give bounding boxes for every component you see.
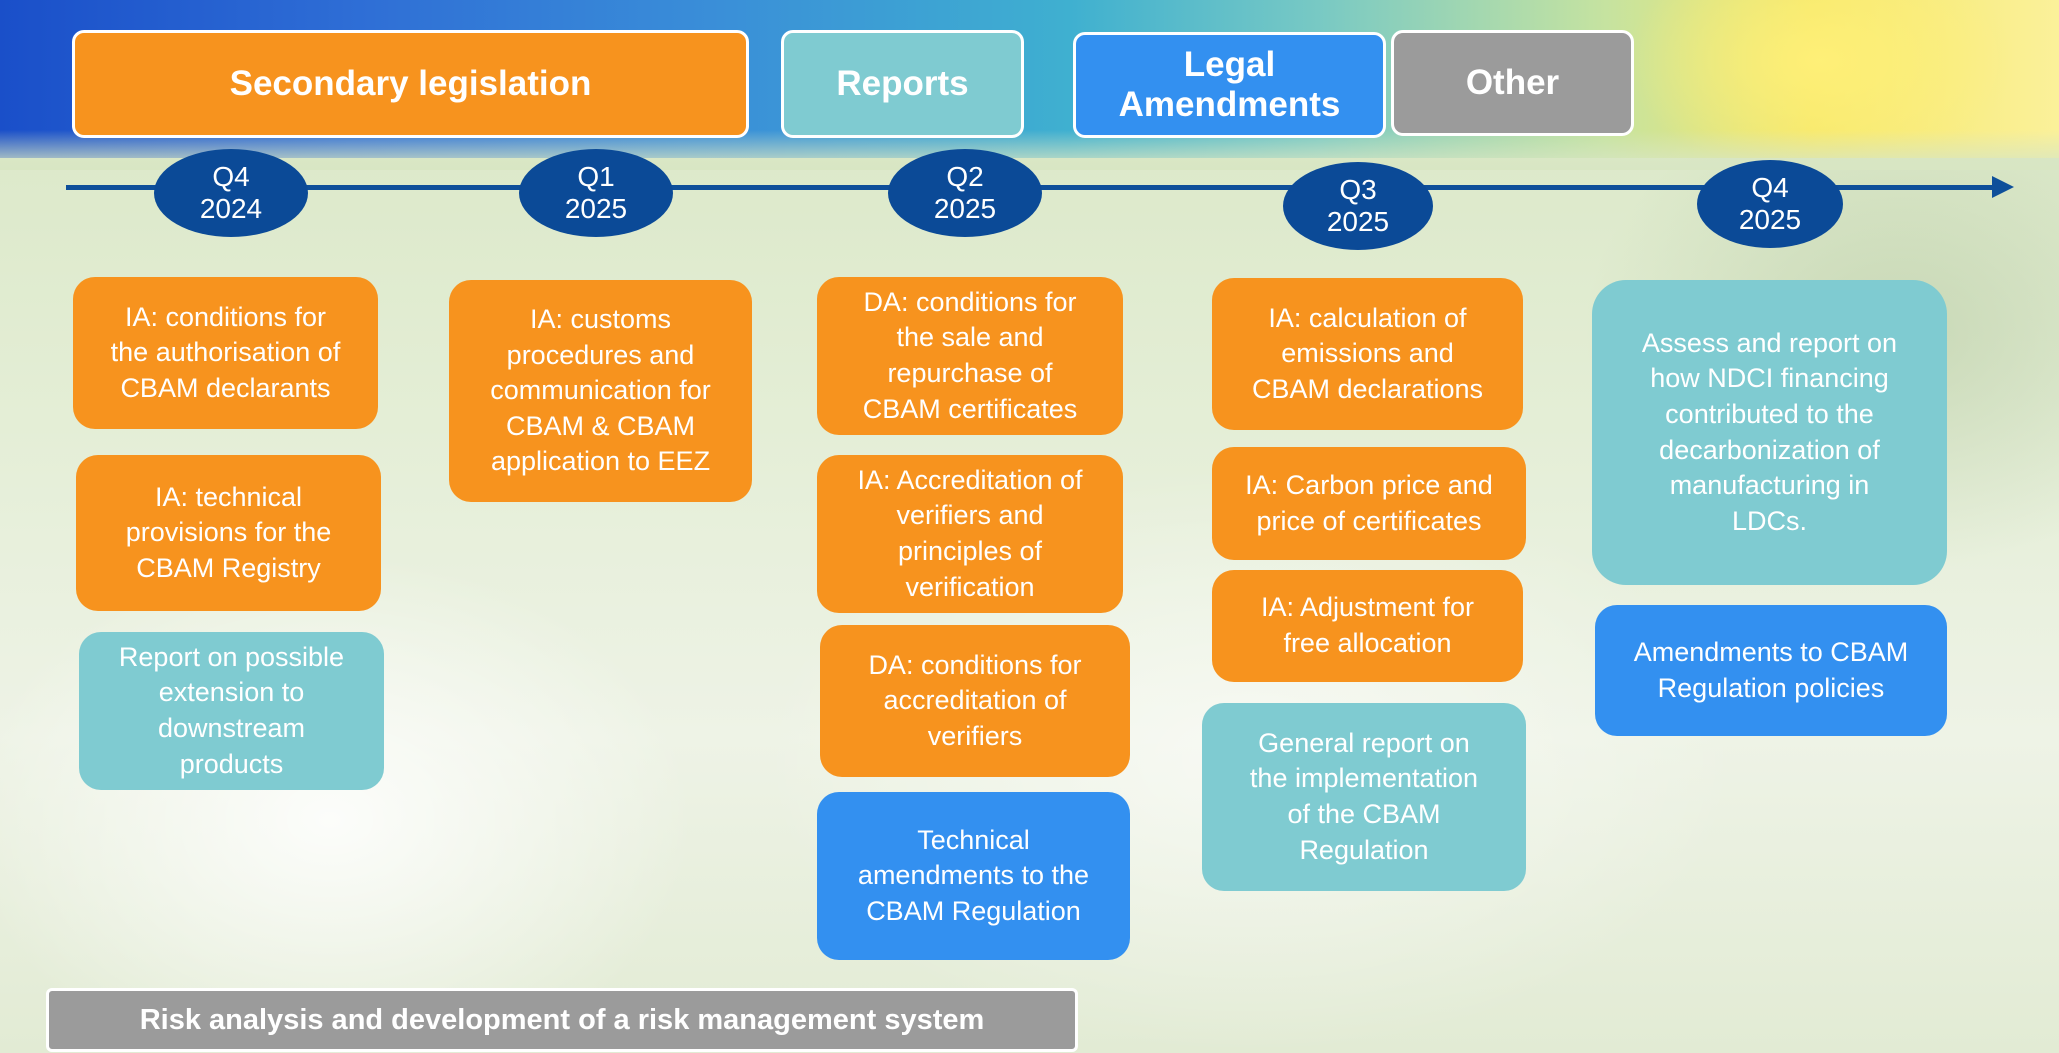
legend-legal-amendments-label: Legal Amendments — [1118, 44, 1341, 124]
milestone-text: Technical amendments to the CBAM Regulat… — [857, 824, 1090, 926]
legend-secondary-legislation-label: Secondary legislation — [229, 63, 592, 103]
risk-management-bar-label: Risk analysis and development of a risk … — [139, 1003, 985, 1036]
legend-reports: Reports — [781, 30, 1024, 138]
quarter-marker-q4-2025: Q4 2025 — [1697, 160, 1843, 248]
legend-other: Other — [1391, 30, 1634, 136]
quarter-marker-q1-2025: Q1 2025 — [519, 149, 673, 237]
milestone-box: Technical amendments to the CBAM Regulat… — [817, 792, 1130, 960]
milestone-text: Amendments to CBAM Regulation policies — [1633, 636, 1909, 703]
quarter-label: Q4 — [1751, 171, 1789, 203]
milestone-text: IA: Carbon price and price of certificat… — [1245, 469, 1493, 536]
legend-other-label: Other — [1465, 62, 1560, 102]
quarter-label: Q2 — [946, 160, 984, 192]
milestone-text: DA: conditions for accreditation of veri… — [868, 649, 1082, 751]
milestone-text: Report on possible extension to downstre… — [118, 641, 345, 779]
milestone-box: Report on possible extension to downstre… — [79, 632, 384, 790]
quarter-label: Q4 — [212, 160, 250, 192]
milestone-box: DA: conditions for accreditation of veri… — [820, 625, 1130, 777]
milestone-text: DA: conditions for the sale and repurcha… — [862, 286, 1078, 424]
milestone-box: IA: conditions for the authorisation of … — [73, 277, 378, 429]
milestone-box: IA: calculation of emissions and CBAM de… — [1212, 278, 1523, 430]
quarter-year: 2025 — [1738, 204, 1802, 235]
legend-secondary-legislation: Secondary legislation — [72, 30, 749, 138]
quarter-year: 2025 — [933, 193, 997, 224]
legend-reports-label: Reports — [836, 63, 969, 103]
risk-management-bar: Risk analysis and development of a risk … — [46, 988, 1078, 1052]
quarter-marker-q4-2024: Q4 2024 — [154, 149, 308, 237]
milestone-box: IA: technical provisions for the CBAM Re… — [76, 455, 381, 611]
milestone-text: General report on the implementation of … — [1249, 727, 1479, 865]
milestone-box: Assess and report on how NDCI financing … — [1592, 280, 1947, 585]
quarter-label: Q1 — [577, 160, 615, 192]
quarter-label: Q3 — [1339, 173, 1377, 205]
quarter-year: 2025 — [564, 193, 628, 224]
milestone-text: IA: Adjustment for free allocation — [1260, 592, 1475, 658]
quarter-marker-q2-2025: Q2 2025 — [888, 149, 1042, 237]
quarter-year: 2025 — [1326, 206, 1390, 237]
timeline-arrowhead — [1992, 176, 2014, 198]
legend-legal-amendments: Legal Amendments — [1073, 32, 1386, 138]
milestone-box: Amendments to CBAM Regulation policies — [1595, 605, 1947, 736]
milestone-text: IA: customs procedures and communication… — [490, 303, 711, 477]
milestone-text: IA: conditions for the authorisation of … — [110, 301, 341, 403]
milestone-box: IA: Adjustment for free allocation — [1212, 570, 1523, 682]
milestone-text: IA: technical provisions for the CBAM Re… — [125, 481, 332, 583]
milestone-box: General report on the implementation of … — [1202, 703, 1526, 891]
milestone-box: IA: Carbon price and price of certificat… — [1212, 447, 1526, 560]
quarter-marker-q3-2025: Q3 2025 — [1283, 162, 1433, 250]
milestone-text: IA: Accreditation of verifiers and princ… — [857, 464, 1083, 602]
milestone-text: IA: calculation of emissions and CBAM de… — [1251, 302, 1484, 404]
milestone-box: IA: customs procedures and communication… — [449, 280, 752, 502]
milestone-box: DA: conditions for the sale and repurcha… — [817, 277, 1123, 435]
milestone-text: Assess and report on how NDCI financing … — [1641, 327, 1898, 536]
milestone-box: IA: Accreditation of verifiers and princ… — [817, 455, 1123, 613]
quarter-year: 2024 — [199, 193, 263, 224]
